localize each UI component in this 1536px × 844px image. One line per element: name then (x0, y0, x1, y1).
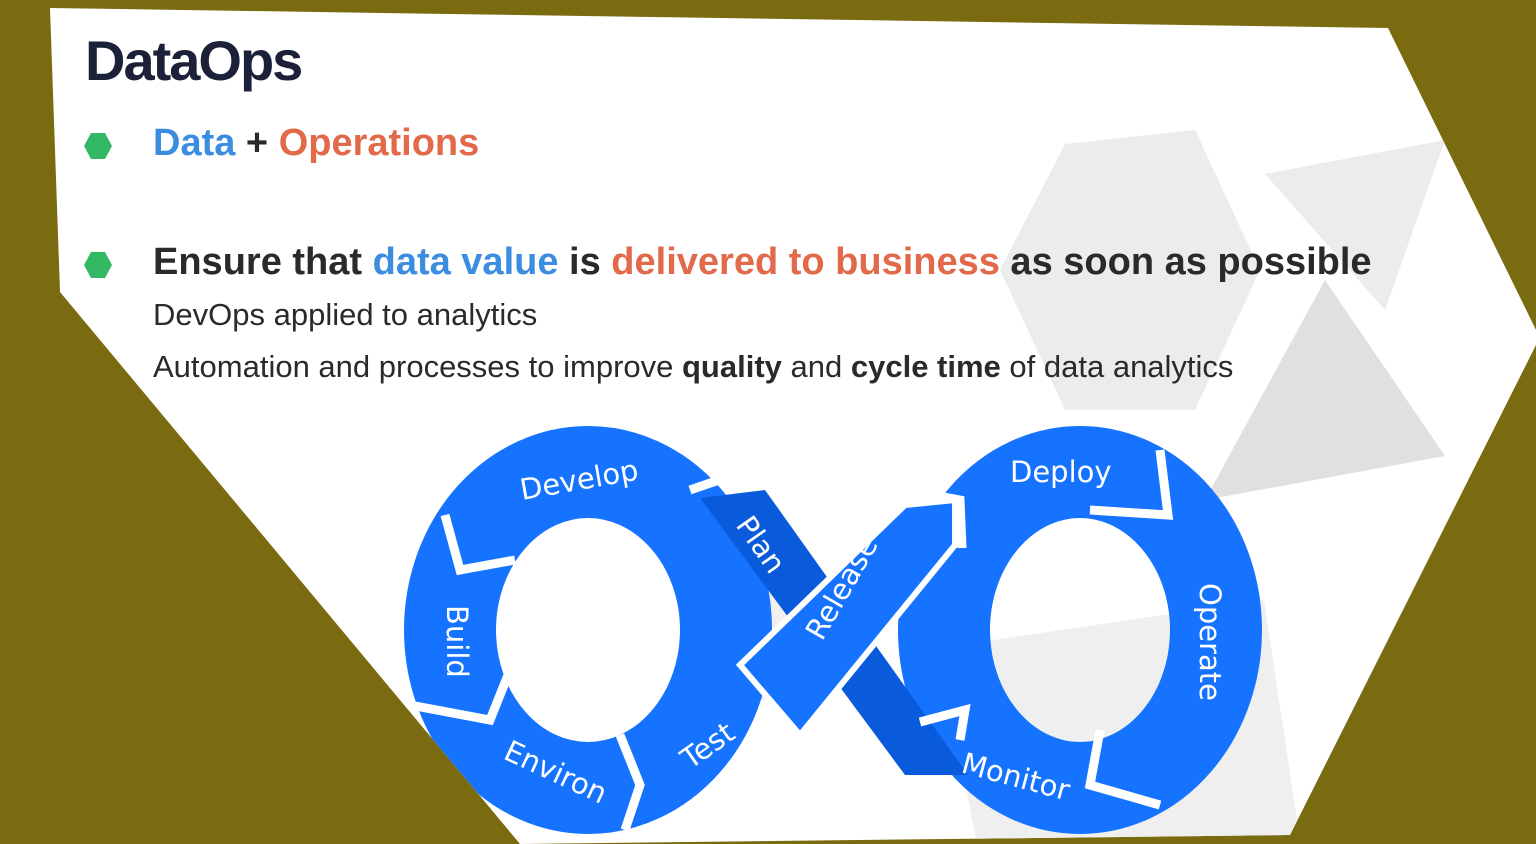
text-segment: Ensure that (153, 241, 373, 283)
text-quality: quality (682, 349, 782, 384)
stage-operate: Operate (1193, 583, 1227, 701)
segment-separators (409, 449, 1174, 832)
bullet-hexagon-icon (84, 252, 112, 278)
subline-automation: Automation and processes to improve qual… (153, 349, 1233, 385)
text-cycle-time: cycle time (850, 349, 1001, 384)
text-segment: and (781, 349, 851, 384)
text-data-value: data value (372, 241, 559, 283)
stage-deploy: Deploy (1010, 455, 1112, 489)
text-segment: of data analytics (1000, 349, 1234, 384)
text-plus: + (235, 122, 279, 164)
stage-build: Build (440, 605, 474, 678)
page-title: DataOps (85, 29, 303, 92)
subline-devops: DevOps applied to analytics (153, 297, 538, 332)
text-operations: Operations (278, 122, 480, 164)
text-delivered: delivered to business (611, 241, 1000, 283)
bullet-ensure-value: Ensure that data value is delivered to b… (153, 241, 1372, 284)
text-segment: as soon as possible (999, 241, 1372, 283)
text-segment: Automation and processes to improve (153, 349, 682, 384)
bullet-data-operations: Data + Operations (153, 122, 479, 165)
text-segment: is (558, 241, 612, 283)
text-data: Data (153, 122, 236, 164)
right-ring (898, 426, 1262, 834)
left-ring (404, 426, 772, 834)
